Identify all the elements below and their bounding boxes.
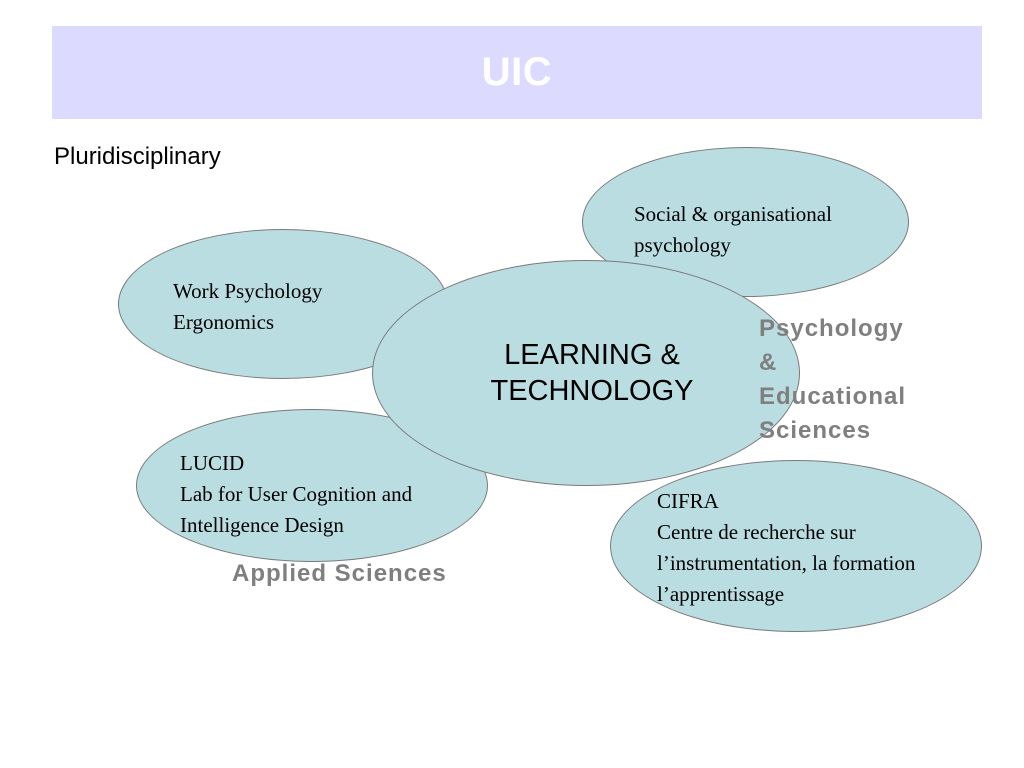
node-social-psychology-label: Social & organisational psychology: [634, 199, 832, 261]
category-applied-sciences: Applied Sciences: [232, 560, 447, 587]
node-cifra-line3: l’instrumentation, la formation: [657, 551, 916, 575]
node-lucid-line1: LUCID: [180, 451, 245, 475]
category-psychology-line1: Psychology: [759, 315, 904, 342]
category-psychology-line4: Sciences: [759, 417, 872, 444]
node-social-line2: psychology: [634, 233, 731, 257]
node-cifra-line2: Centre de recherche sur: [657, 520, 856, 544]
node-work-line2: Ergonomics: [173, 310, 275, 334]
node-cifra: [610, 460, 982, 632]
slide-title: UIC: [481, 50, 553, 94]
title-bar: UIC: [52, 26, 982, 119]
slide-subtitle: Pluridisciplinary: [54, 143, 221, 170]
node-work-psychology-label: Work Psychology Ergonomics: [173, 276, 322, 338]
node-cifra-line1: CIFRA: [657, 489, 719, 513]
node-lucid-line3: Intelligence Design: [180, 513, 344, 537]
node-learning-technology-label: LEARNING & TECHNOLOGY: [372, 337, 812, 409]
category-psychology-line2: &: [759, 349, 778, 376]
category-psychology-line3: Educational: [759, 383, 907, 410]
category-psychology-educational: Psychology & Educational Sciences: [759, 312, 906, 448]
node-lucid-line2: Lab for User Cognition and: [180, 482, 413, 506]
node-learning-technology: [372, 260, 800, 486]
center-line2: TECHNOLOGY: [490, 375, 694, 407]
node-social-line1: Social & organisational: [634, 202, 832, 226]
node-cifra-label: CIFRA Centre de recherche sur l’instrume…: [657, 486, 915, 610]
node-cifra-line4: l’apprentissage: [657, 582, 785, 606]
node-lucid-label: LUCID Lab for User Cognition and Intelli…: [180, 448, 412, 541]
node-work-line1: Work Psychology: [173, 279, 323, 303]
center-line1: LEARNING &: [504, 339, 680, 371]
